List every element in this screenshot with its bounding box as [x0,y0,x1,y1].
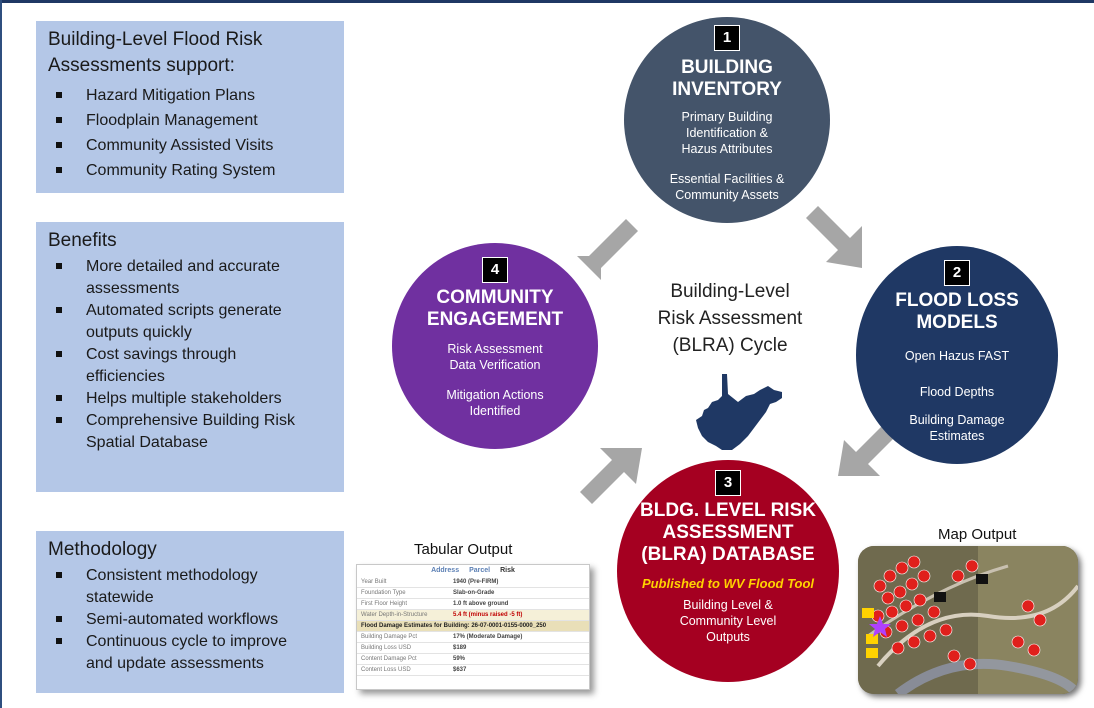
step-title-1: BLDG. LEVEL RISK [640,500,816,521]
bullet-icon [56,351,62,357]
step-number: 3 [715,470,741,496]
bullet-icon [56,638,62,644]
step-community-engagement: 4 COMMUNITY ENGAGEMENT Risk Assessment D… [392,243,598,449]
bullet-icon [56,417,62,423]
table-row: Content Loss USD$637 [357,665,589,676]
step-title-2: INVENTORY [672,79,782,100]
map-output-caption: Map Output [938,526,1017,543]
list-item: Community Rating System [48,158,334,183]
step-number: 4 [482,257,508,283]
step-building-inventory: 1 BUILDING INVENTORY Primary Building Id… [624,17,830,223]
list-item: Semi-automated workflows [48,609,334,631]
support-panel: Building-Level Flood Risk Assessments su… [36,21,344,193]
step-title-1: BUILDING [681,57,773,78]
top-border [0,0,1094,3]
bullet-icon [56,263,62,269]
methodology-title: Methodology [48,539,157,560]
bullet-icon [56,616,62,622]
bullet-icon [56,572,62,578]
support-list: Hazard Mitigation Plans Floodplain Manag… [48,83,334,183]
bullet-icon [56,117,62,123]
west-virginia-map-icon [696,374,782,450]
support-title-2: Assessments support: [48,55,235,76]
arrow-1-to-2 [806,206,862,268]
tab-bar: Address Parcel Risk [431,567,515,574]
map-thumbnail-graphic [858,546,1078,694]
bullet-icon [56,307,62,313]
list-item: Community Assisted Visits [48,133,334,158]
list-item: Floodplain Management [48,108,334,133]
map-output-image [858,546,1078,694]
wv-flood-tool-note: Published to WV Flood Tool [641,576,815,591]
step-number: 1 [714,25,740,51]
table-section-header: Flood Damage Estimates for Building: 26-… [357,621,589,632]
table-row: Building Loss USD$189 [357,643,589,654]
step-title-1: COMMUNITY [436,287,554,308]
benefits-title: Benefits [48,230,117,251]
step-flood-loss-models: 2 FLOOD LOSS MODELS Open Hazus FAST Floo… [856,246,1058,464]
step-blra-database: 3 BLDG. LEVEL RISK ASSESSMENT (BLRA) DAT… [617,460,839,682]
step-title-2: ENGAGEMENT [426,309,564,330]
support-title-1: Building-Level Flood Risk [48,29,263,50]
list-item: Hazard Mitigation Plans [48,83,334,108]
step-title-1: FLOOD LOSS [895,290,1019,311]
arrow-2-to-3 [838,420,900,476]
bullet-icon [56,395,62,401]
step-title-2: ASSESSMENT [662,522,794,543]
left-border [0,0,2,708]
step-title-2: MODELS [916,312,998,333]
cycle-center-label: Building-Level Risk Assessment (BLRA) Cy… [657,281,803,356]
bullet-icon [56,167,62,173]
step-title-3: (BLRA) DATABASE [641,544,815,565]
tabular-output-caption: Tabular Output [414,541,513,558]
bullet-icon [56,142,62,148]
list-item: Helps multiple stakeholders [48,388,334,410]
bullet-icon [56,92,62,98]
step-number: 2 [944,260,970,286]
arrow-3-to-4 [580,448,642,504]
